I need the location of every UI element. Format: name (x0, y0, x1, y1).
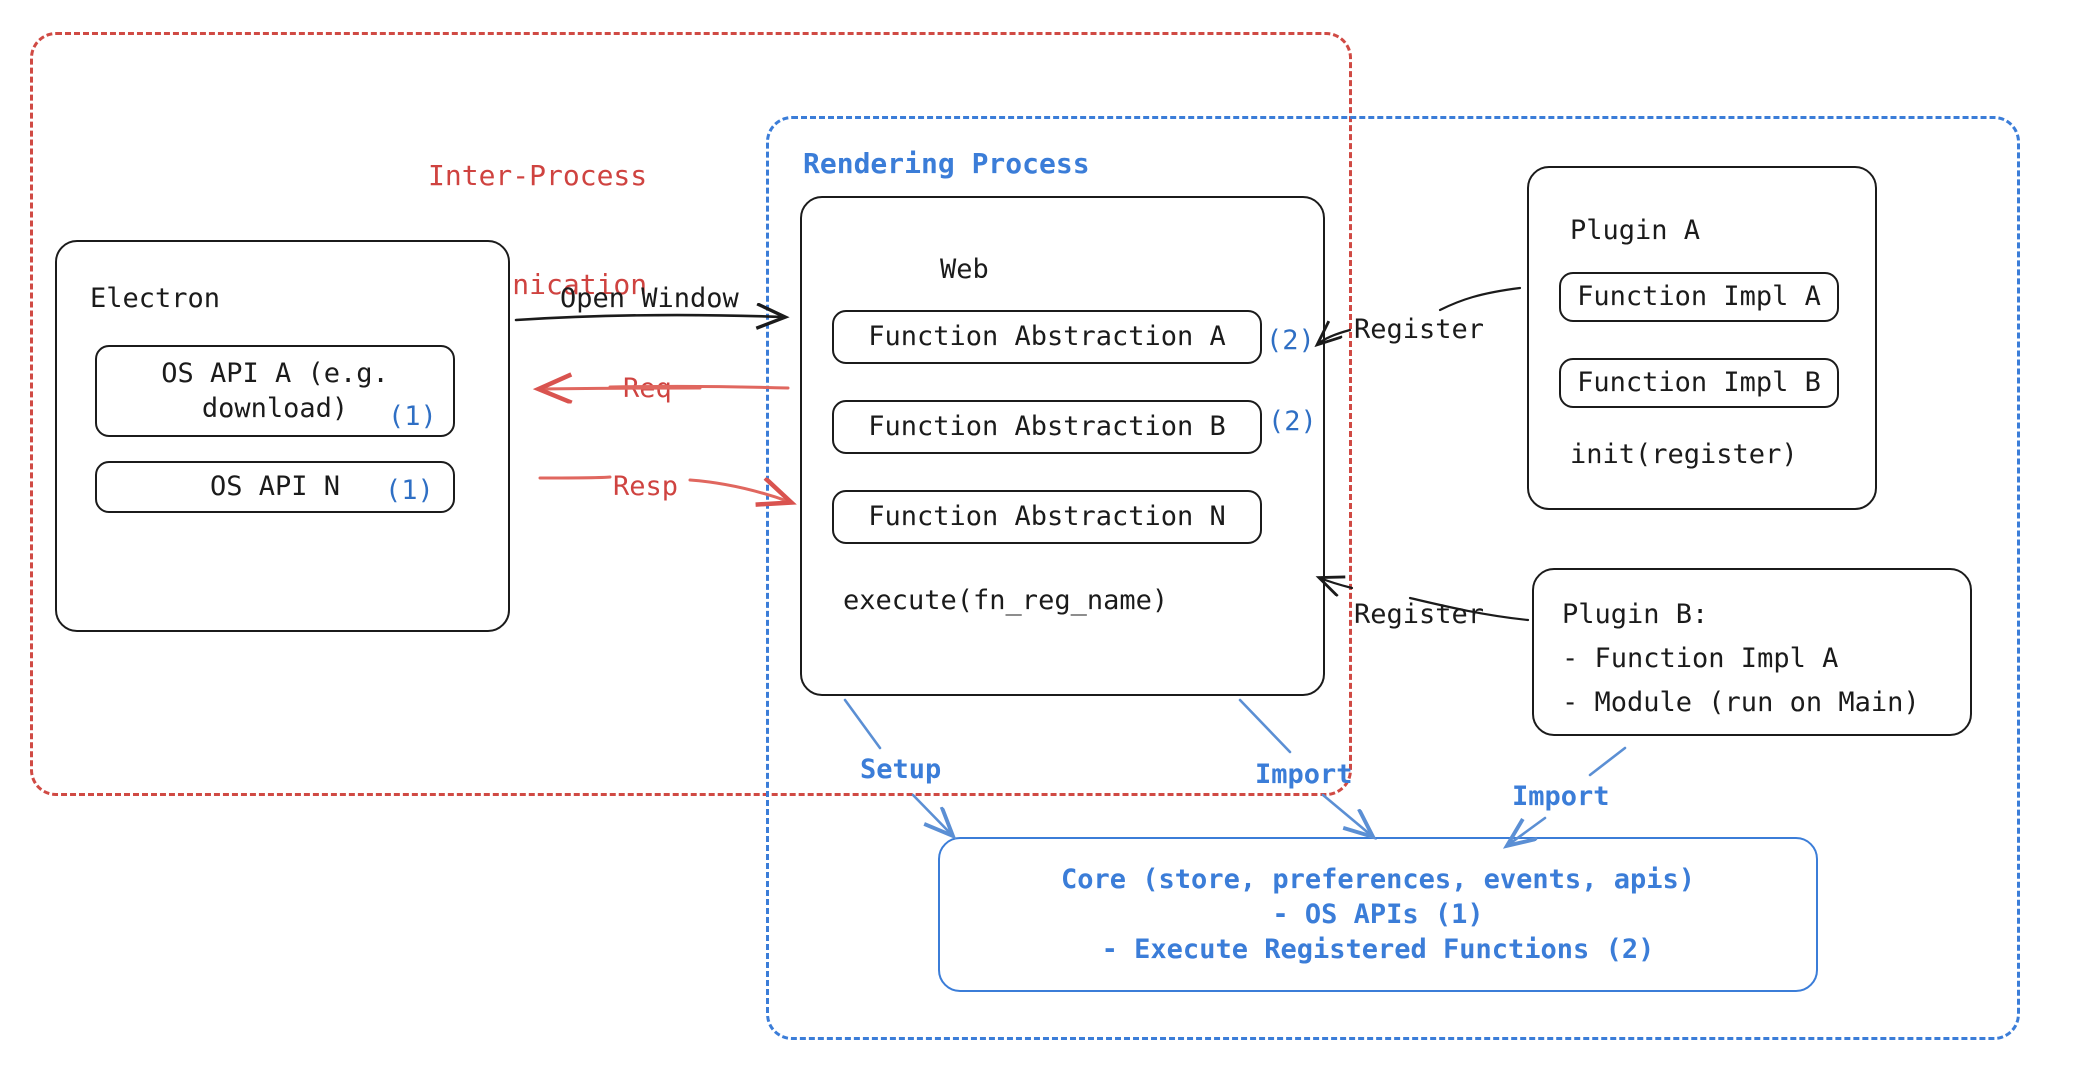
edge-label-open-window: Open Window (560, 283, 739, 314)
edge-label-import-web: Import (1255, 759, 1353, 790)
edge-label-req: Req (623, 373, 672, 404)
plugin-a-box (1527, 166, 1877, 510)
electron-title: Electron (90, 283, 221, 314)
os-api-n-label: OS API N (209, 471, 341, 503)
plugin-b-title: Plugin B: (1562, 599, 1709, 630)
function-abstraction-b-label: Function Abstraction B (868, 411, 1226, 443)
edge-label-import-plugin-b: Import (1512, 781, 1610, 812)
function-abstraction-n-label: Function Abstraction N (868, 501, 1226, 533)
function-abstraction-a-box[interactable]: Function Abstraction A (832, 310, 1262, 364)
edge-label-register-plugin-b: Register (1354, 599, 1485, 630)
web-execute-label: execute(fn_reg_name) (843, 585, 1169, 616)
core-box: Core (store, preferences, events, apis) … (938, 837, 1818, 992)
plugin-a-function-impl-a-box[interactable]: Function Impl A (1559, 272, 1839, 322)
function-abstraction-n-box[interactable]: Function Abstraction N (832, 490, 1262, 544)
os-api-a-box[interactable]: OS API A (e.g. download) (95, 345, 455, 437)
os-api-n-marker: (1) (385, 475, 434, 506)
core-line-1: Core (store, preferences, events, apis) (1061, 863, 1695, 895)
edge-label-register-plugin-a: Register (1354, 314, 1485, 345)
edge-label-setup: Setup (860, 754, 942, 785)
plugin-a-function-impl-b-box[interactable]: Function Impl B (1559, 358, 1839, 408)
plugin-a-function-impl-b-label: Function Impl B (1577, 367, 1821, 399)
plugin-a-function-impl-a-label: Function Impl A (1577, 281, 1821, 313)
rendering-process-label: Rendering Process (803, 147, 1090, 180)
function-abstraction-b-box[interactable]: Function Abstraction B (832, 400, 1262, 454)
group-rendering-process (766, 116, 2020, 1040)
os-api-a-marker: (1) (388, 401, 437, 432)
plugin-a-title: Plugin A (1570, 215, 1701, 246)
function-abstraction-a-marker: (2) (1266, 325, 1315, 356)
plugin-b-item-2: - Module (run on Main) (1562, 687, 1920, 718)
core-line-3: - Execute Registered Functions (2) (1101, 934, 1655, 966)
ipc-label-line1: Inter-Process (428, 158, 648, 192)
plugin-b-box (1532, 568, 1972, 736)
edge-label-resp: Resp (613, 471, 679, 502)
os-api-a-label-line2: download) (201, 393, 349, 424)
web-title: Web (940, 254, 989, 285)
function-abstraction-b-marker: (2) (1268, 406, 1317, 437)
plugin-a-init-label: init(register) (1570, 439, 1798, 470)
plugin-b-item-1: - Function Impl A (1562, 643, 1839, 674)
function-abstraction-a-label: Function Abstraction A (868, 321, 1226, 353)
os-api-a-label-line1: OS API A (e.g. (161, 357, 389, 389)
group-inter-process-communication (30, 32, 1352, 796)
core-line-2: - OS APIs (1) (1272, 898, 1484, 930)
os-api-n-box[interactable]: OS API N (95, 461, 455, 513)
